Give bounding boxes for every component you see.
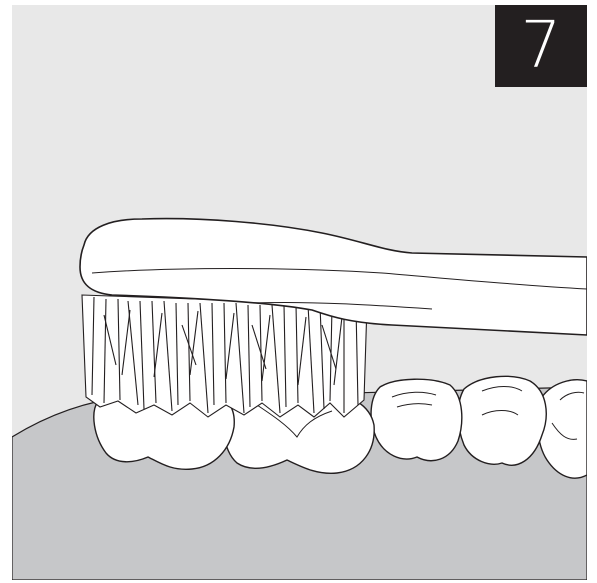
step-number-badge: 7: [495, 5, 587, 87]
instruction-panel: 7: [12, 5, 587, 580]
step-number: 7: [521, 14, 562, 78]
tooth-premolar-2: [458, 376, 546, 465]
tooth-premolar-1: [371, 379, 462, 460]
toothbrush-brushing-molars-icon: [12, 5, 587, 580]
